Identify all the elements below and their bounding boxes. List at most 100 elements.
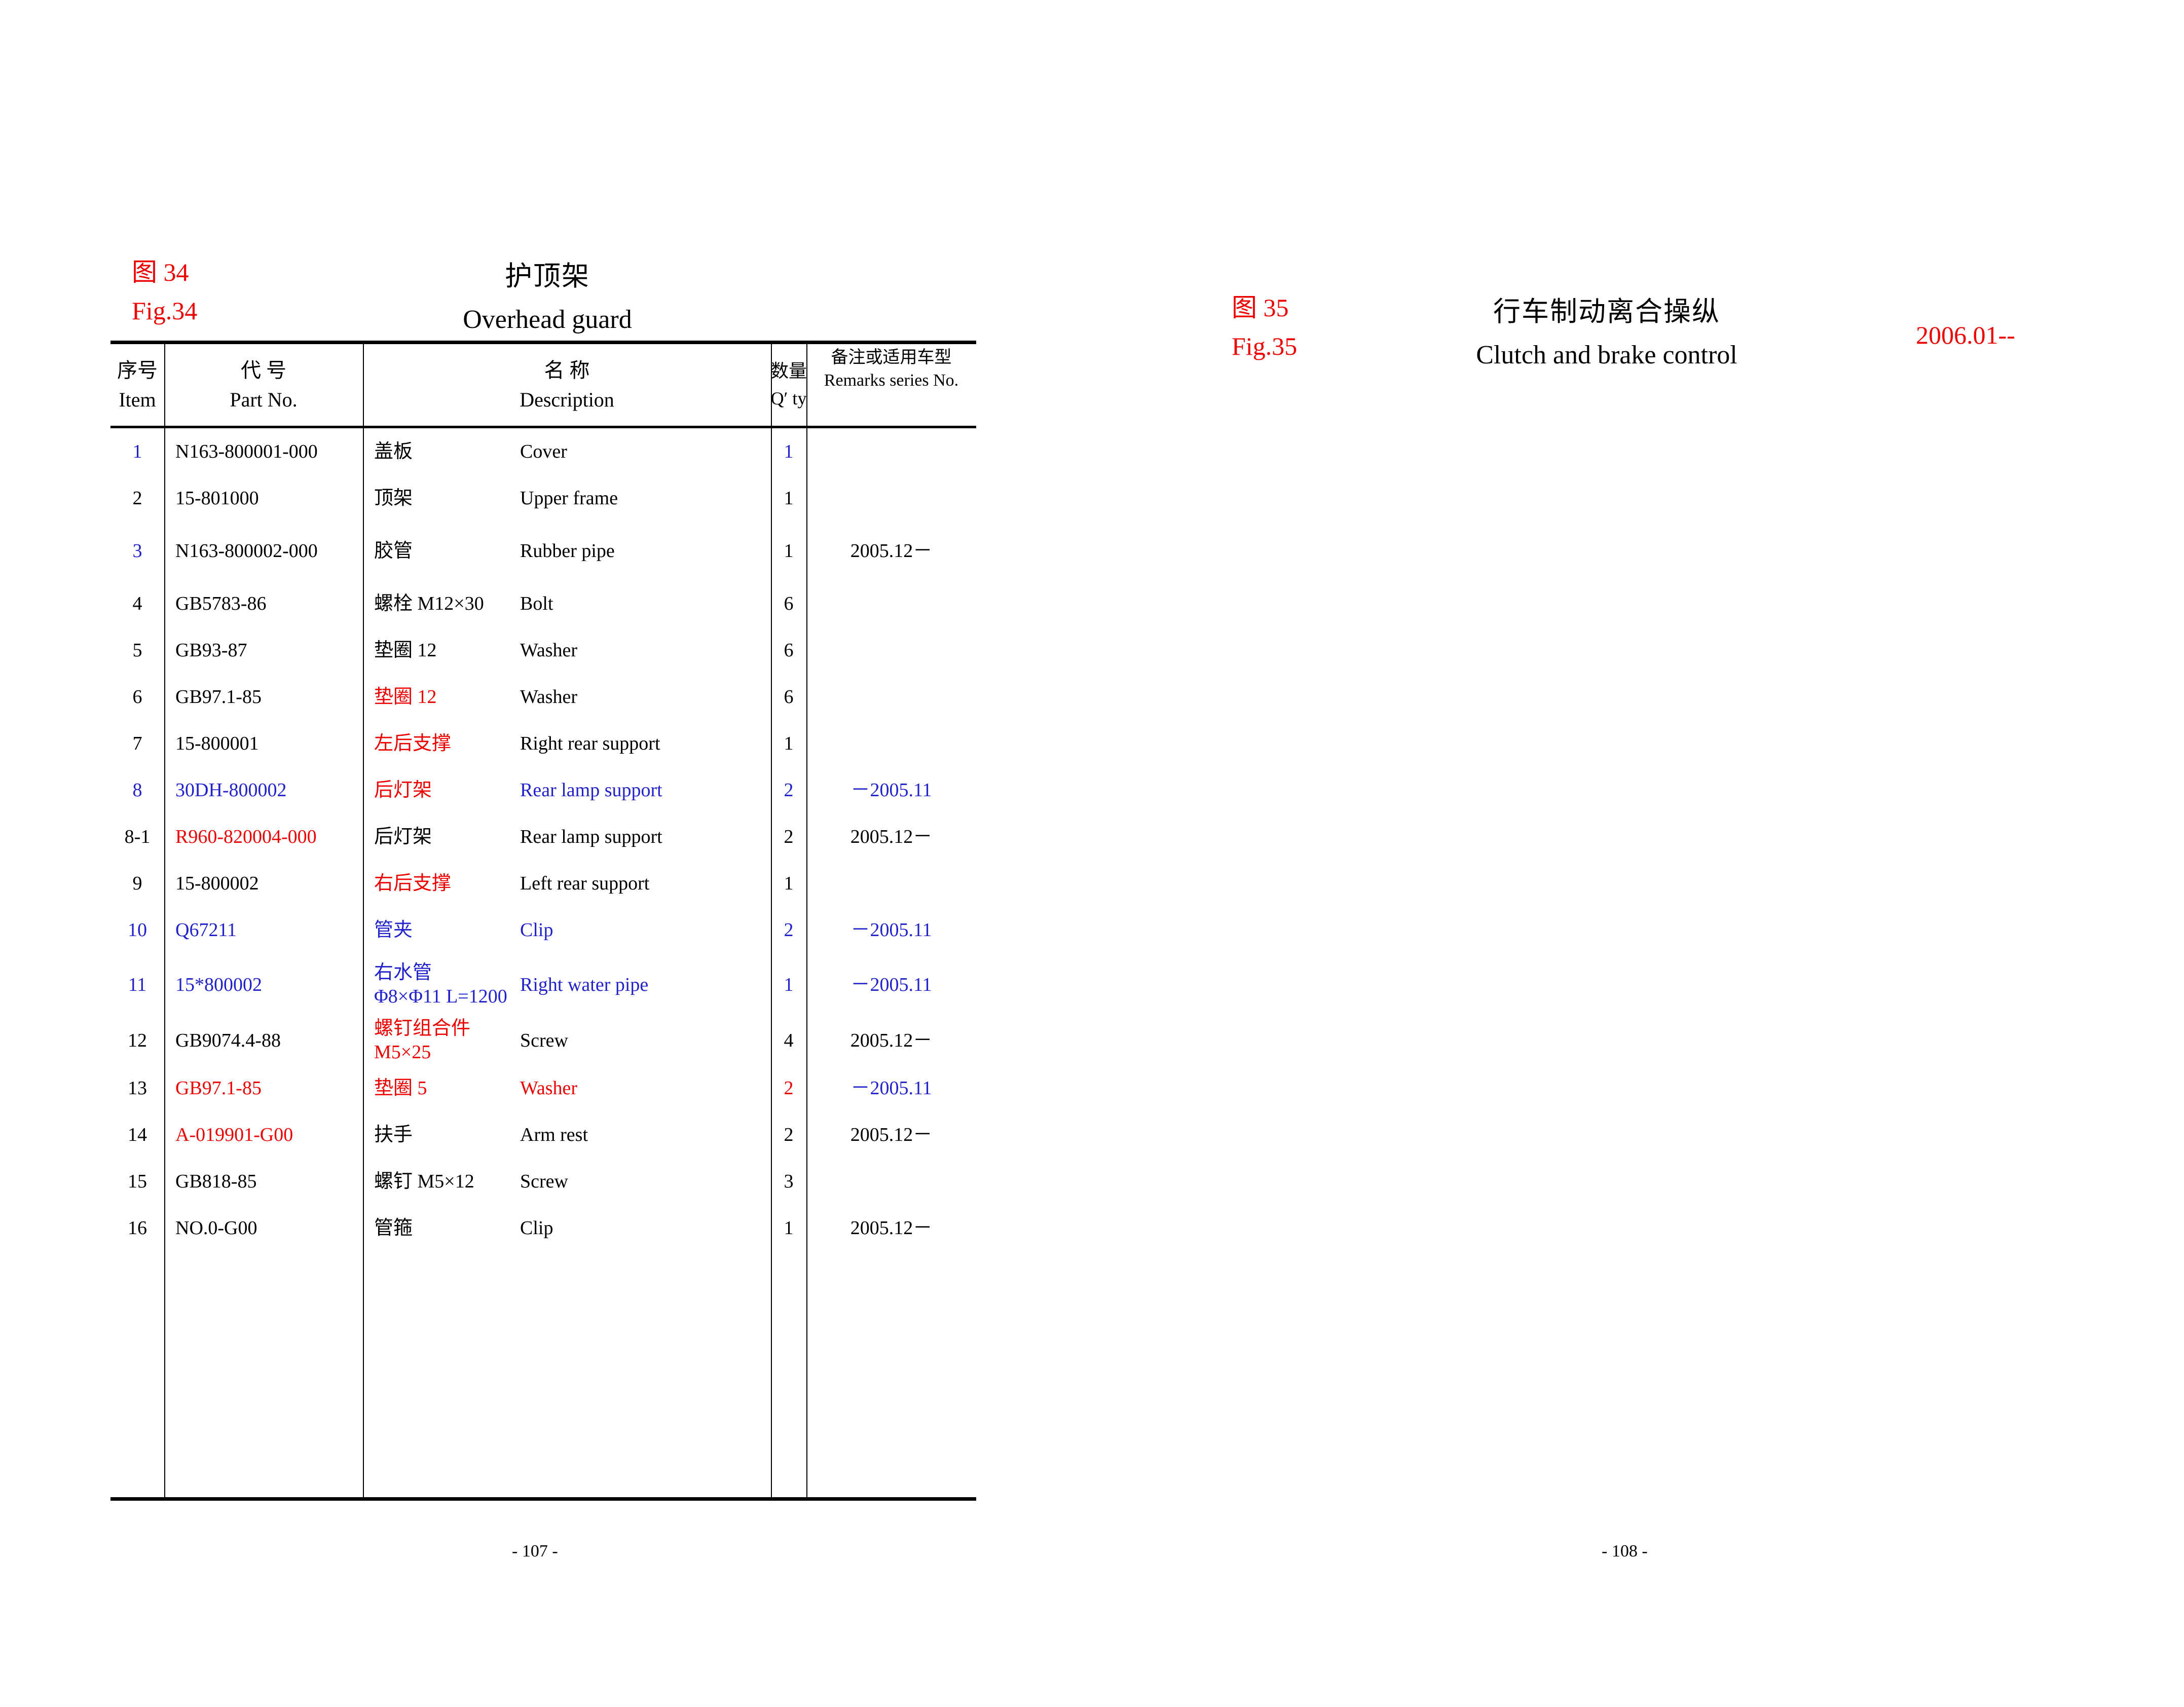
cell-desc-en: Cover bbox=[520, 428, 771, 475]
header-item-cn: 序号 bbox=[117, 358, 158, 382]
cell-text: 1 bbox=[784, 487, 794, 509]
cell-text: Left rear support bbox=[520, 872, 650, 894]
cell-text: Q67211 bbox=[175, 919, 237, 941]
cell-remarks: 2005.12－ bbox=[806, 1205, 976, 1251]
cell-desc-en: Washer bbox=[520, 674, 771, 720]
header-part-cn: 代 号 bbox=[241, 358, 286, 382]
cell-qty: 1 bbox=[771, 720, 806, 767]
cell-text: 1 bbox=[784, 1217, 794, 1239]
cell-text: Cover bbox=[520, 440, 567, 462]
cell-text: 15-800002 bbox=[175, 872, 259, 894]
cell-desc-en: Right rear support bbox=[520, 720, 771, 767]
cell-text: －2005.11 bbox=[850, 974, 932, 995]
cell-desc-en: Arm rest bbox=[520, 1111, 771, 1158]
cell-text: 30DH-800002 bbox=[175, 779, 287, 801]
cell-part: NO.0-G00 bbox=[164, 1205, 374, 1251]
cell-text: 右水管 Φ8×Φ11 L=1200 bbox=[374, 961, 507, 1008]
cell-item: 4 bbox=[110, 580, 164, 627]
page-number-left: - 107 - bbox=[512, 1542, 558, 1561]
cell-qty: 2 bbox=[771, 767, 806, 813]
cell-text: 6 bbox=[132, 686, 142, 708]
cell-item: 2 bbox=[110, 475, 164, 522]
cell-text: GB93-87 bbox=[175, 639, 247, 661]
cell-part: N163-800002-000 bbox=[164, 522, 374, 580]
header-cell-desc: 名 称 Description bbox=[363, 344, 771, 426]
cell-text: 15-800001 bbox=[175, 732, 259, 754]
figure-number-right-cn: 图 35 bbox=[1232, 293, 1289, 322]
cell-text: 1 bbox=[784, 872, 794, 894]
cell-qty: 1 bbox=[771, 522, 806, 580]
page-title-cn: 护顶架 bbox=[505, 261, 590, 291]
cell-text: Washer bbox=[520, 639, 577, 661]
cell-remarks: 2005.12－ bbox=[806, 813, 976, 860]
cell-desc-cn: 垫圈 12 bbox=[363, 627, 531, 674]
cell-desc-cn: 螺钉 M5×12 bbox=[363, 1158, 531, 1205]
cell-text: 后灯架 bbox=[374, 779, 432, 801]
cell-qty: 4 bbox=[771, 1016, 806, 1065]
cell-text: Rubber pipe bbox=[520, 540, 615, 562]
cell-part: 30DH-800002 bbox=[164, 767, 374, 813]
header-desc-cn: 名 称 bbox=[544, 358, 590, 382]
figure-number-cn: 图 34 bbox=[132, 258, 189, 286]
figure-number-en: Fig.34 bbox=[132, 296, 198, 325]
cell-text: 螺钉 M5×12 bbox=[374, 1170, 474, 1192]
cell-desc-en: Rear lamp support bbox=[520, 767, 771, 813]
table-row: 2 15-801000 顶架 Upper frame 1 bbox=[110, 475, 976, 522]
cell-desc-cn: 右水管 Φ8×Φ11 L=1200 bbox=[363, 953, 531, 1016]
cell-desc-cn: 盖板 bbox=[363, 428, 531, 475]
cell-text: Washer bbox=[520, 1077, 577, 1099]
cell-text: Upper frame bbox=[520, 487, 618, 509]
cell-part: GB818-85 bbox=[164, 1158, 374, 1205]
cell-text: R960-820004-000 bbox=[175, 826, 317, 847]
cell-remarks bbox=[806, 475, 976, 522]
cell-remarks bbox=[806, 720, 976, 767]
figure-number-right-en: Fig.35 bbox=[1232, 332, 1298, 360]
cell-remarks bbox=[806, 580, 976, 627]
cell-text: 8-1 bbox=[124, 826, 151, 847]
cell-desc-cn: 顶架 bbox=[363, 475, 531, 522]
cell-text: 4 bbox=[784, 1029, 794, 1051]
cell-text: 2005.12－ bbox=[850, 1217, 933, 1239]
cell-desc-en: Upper frame bbox=[520, 475, 771, 522]
cell-desc-cn: 螺栓 M12×30 bbox=[363, 580, 531, 627]
cell-text: N163-800002-000 bbox=[175, 540, 318, 562]
cell-qty: 6 bbox=[771, 674, 806, 720]
cell-item: 9 bbox=[110, 860, 164, 907]
header-desc-en: Description bbox=[520, 388, 614, 411]
cell-part: GB97.1-85 bbox=[164, 674, 374, 720]
figure-label-right: 图 35 Fig.35 bbox=[1232, 295, 1297, 359]
cell-text: 左后支撑 bbox=[374, 732, 452, 754]
cell-text: GB97.1-85 bbox=[175, 686, 262, 708]
cell-part: GB5783-86 bbox=[164, 580, 374, 627]
cell-text: 10 bbox=[128, 919, 147, 941]
cell-text: 6 bbox=[784, 639, 794, 661]
cell-desc-en: Rubber pipe bbox=[520, 522, 771, 580]
cell-desc-en: Clip bbox=[520, 1205, 771, 1251]
cell-text: －2005.11 bbox=[850, 919, 932, 941]
cell-text: 2 bbox=[784, 919, 794, 941]
cell-text: Rear lamp support bbox=[520, 826, 662, 847]
column-divider-item bbox=[164, 341, 165, 1501]
cell-item: 10 bbox=[110, 907, 164, 953]
cell-text: 管夹 bbox=[374, 919, 413, 941]
cell-text: 后灯架 bbox=[374, 826, 432, 847]
cell-text: 15-801000 bbox=[175, 487, 259, 509]
table-header-row: 序号 Item 代 号 Part No. 名 称 Description 数量 … bbox=[110, 344, 976, 426]
cell-text: 顶架 bbox=[374, 487, 413, 509]
cell-part: GB97.1-85 bbox=[164, 1065, 374, 1111]
cell-part: GB9074.4-88 bbox=[164, 1016, 374, 1065]
cell-desc-cn: 垫圈 12 bbox=[363, 674, 531, 720]
cell-text: Right water pipe bbox=[520, 974, 649, 995]
cell-qty: 6 bbox=[771, 627, 806, 674]
cell-item: 8-1 bbox=[110, 813, 164, 860]
cell-text: 15 bbox=[128, 1170, 147, 1192]
cell-text: NO.0-G00 bbox=[175, 1217, 257, 1239]
page-right-clutch-brake-control: 图 35 Fig.35 行车制动离合操纵 Clutch and brake co… bbox=[1090, 0, 2184, 1707]
header-cell-item: 序号 Item bbox=[110, 344, 164, 426]
cell-text: 6 bbox=[784, 592, 794, 614]
date-range-badge: 2006.01-- bbox=[1916, 321, 2015, 349]
